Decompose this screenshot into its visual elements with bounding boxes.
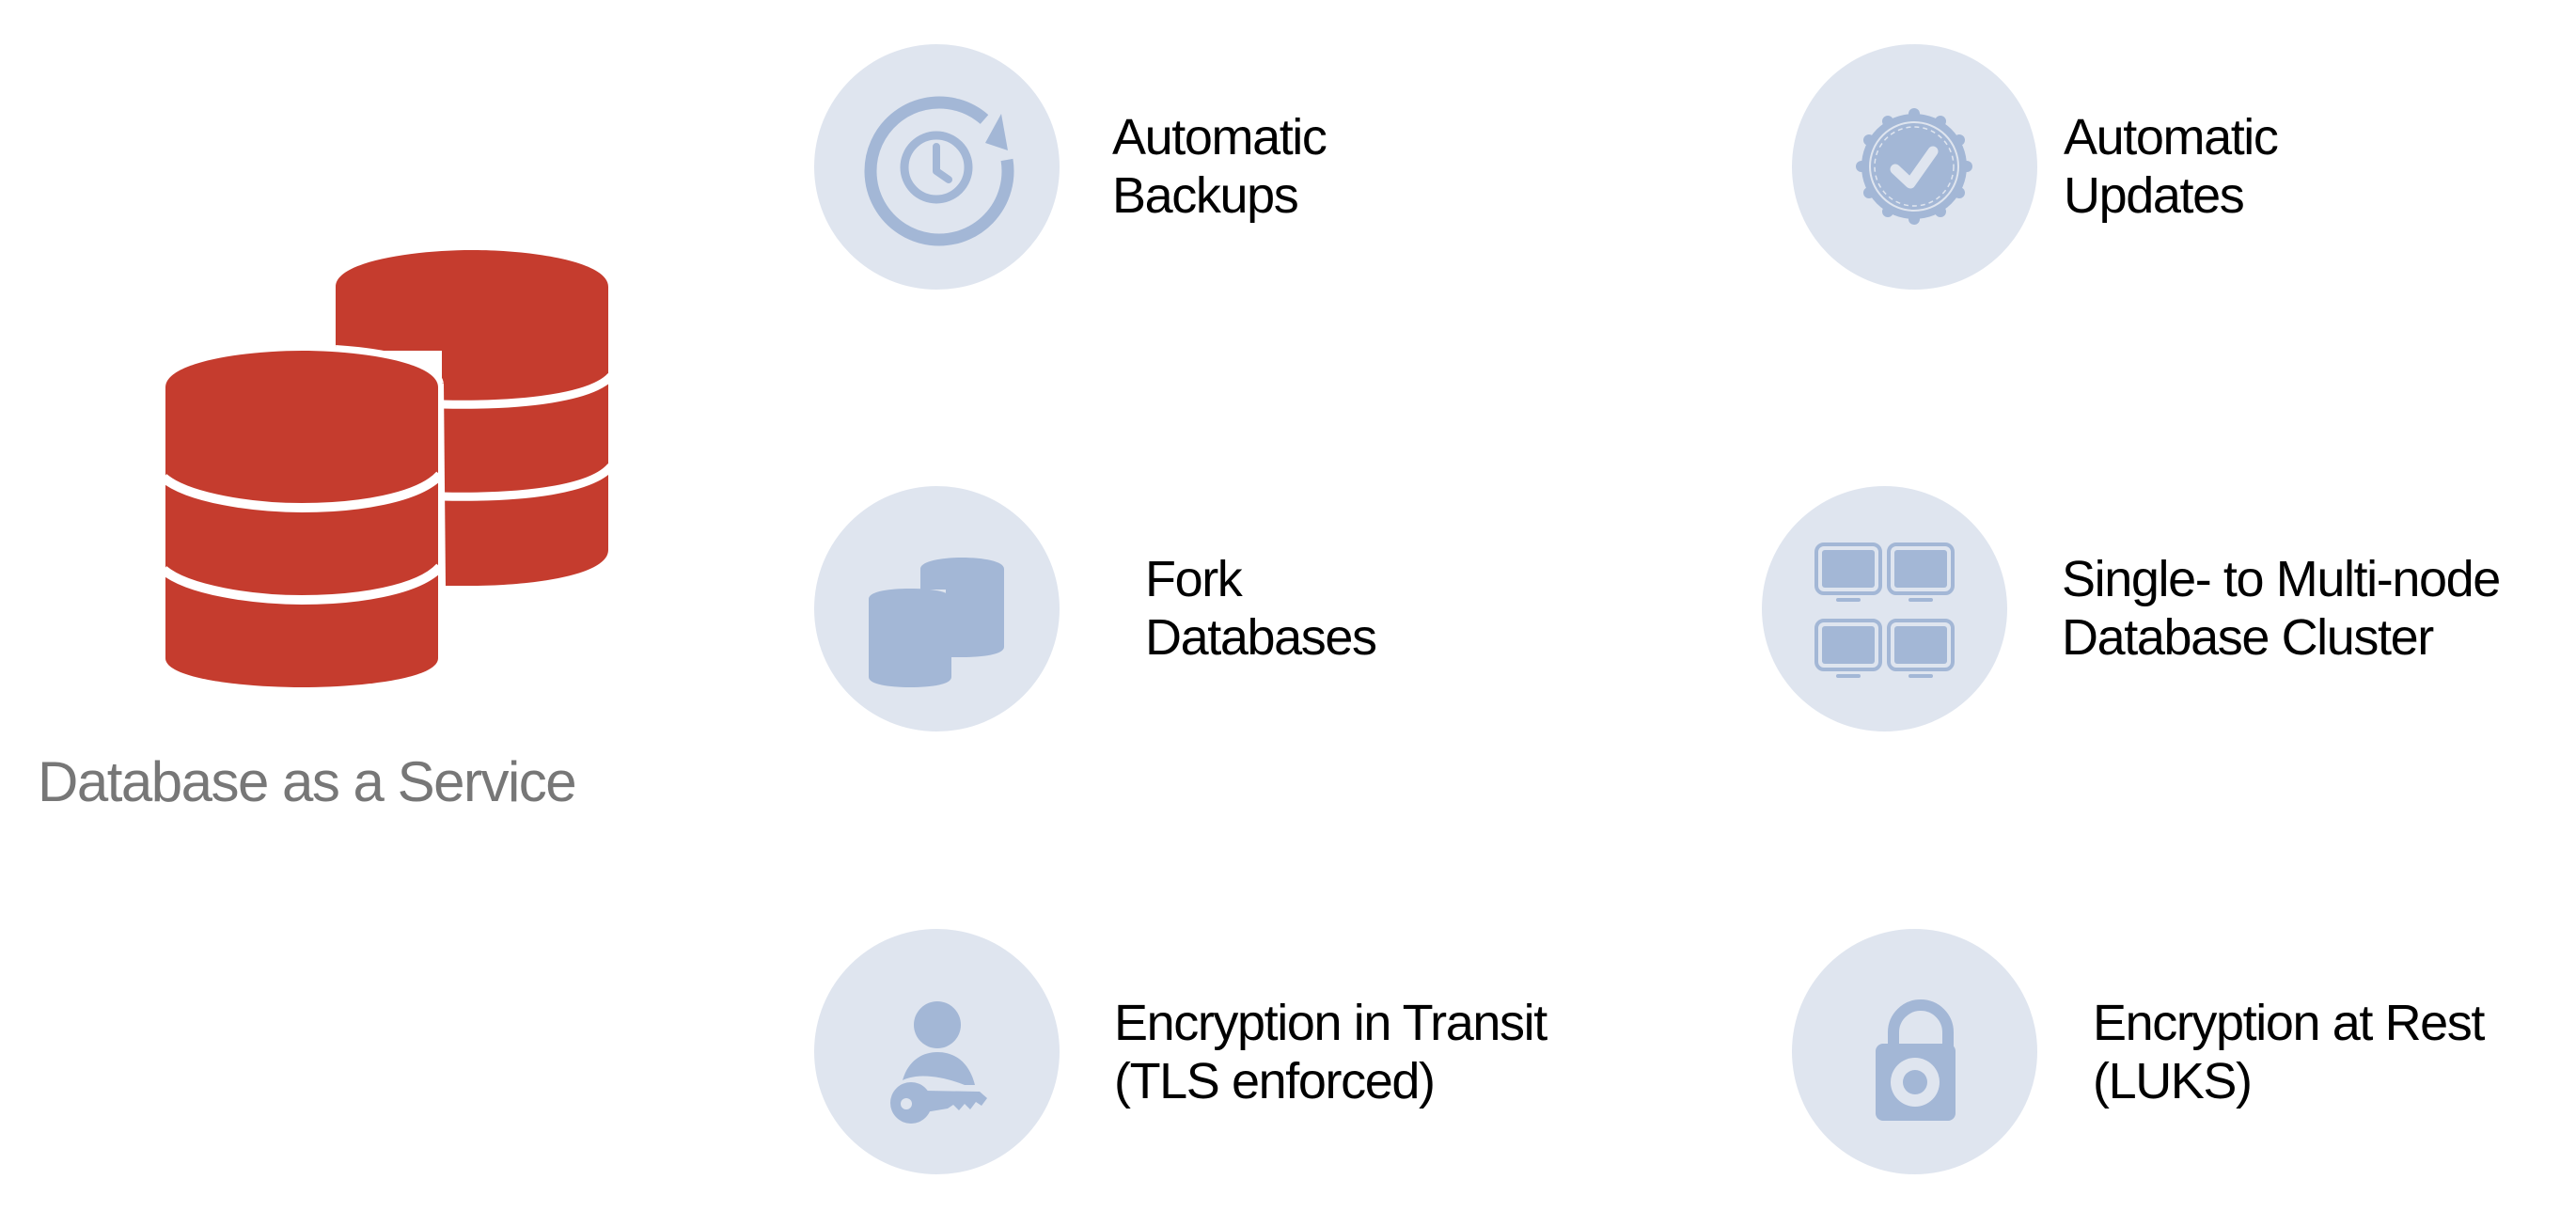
verified-badge-icon	[1856, 108, 1972, 225]
feature-icon-circle	[814, 44, 1060, 290]
feature-icon-circle	[1792, 44, 2037, 290]
feature-label-line2: (TLS enforced)	[1114, 1053, 1436, 1109]
feature-icon-circle	[814, 929, 1060, 1174]
hero-title: Database as a Service	[38, 750, 577, 813]
feature-label: Automatic Backups	[1112, 108, 1327, 225]
feature-label-line1: Encryption in Transit	[1114, 995, 1547, 1051]
feature-label-line2: Database Cluster	[2062, 609, 2434, 666]
cluster-monitors-icon	[1814, 543, 1955, 678]
feature-label-line1: Automatic	[1112, 109, 1327, 165]
feature-label-line1: Single- to Multi-node	[2062, 551, 2501, 607]
hero-panel: Database as a Service	[0, 0, 658, 1211]
feature-icon-circle	[1792, 929, 2037, 1174]
feature-label: Automatic Updates	[2064, 108, 2279, 225]
feature-label-line1: Encryption at Rest	[2093, 995, 2485, 1051]
feature-label-line2: Updates	[2064, 167, 2245, 224]
feature-label-line2: (LUKS)	[2093, 1053, 2253, 1109]
feature-icon-circle	[1762, 486, 2007, 731]
feature-label: Single- to Multi-node Database Cluster	[2062, 550, 2501, 667]
feature-label: Encryption in Transit (TLS enforced)	[1114, 994, 1547, 1110]
padlock-icon	[1876, 999, 1956, 1121]
feature-label-line2: Backups	[1112, 167, 1299, 224]
backup-clock-icon	[864, 96, 1014, 246]
feature-label-line1: Automatic	[2064, 109, 2279, 165]
database-stack-icon	[160, 250, 615, 689]
feature-label: Encryption at Rest (LUKS)	[2093, 994, 2485, 1110]
user-key-icon	[890, 1001, 987, 1124]
feature-label-line1: Fork	[1145, 551, 1243, 607]
feature-label-line2: Databases	[1145, 609, 1377, 666]
fork-database-icon	[869, 558, 1004, 687]
feature-icon-circle	[814, 486, 1060, 731]
feature-label: Fork Databases	[1145, 550, 1377, 667]
